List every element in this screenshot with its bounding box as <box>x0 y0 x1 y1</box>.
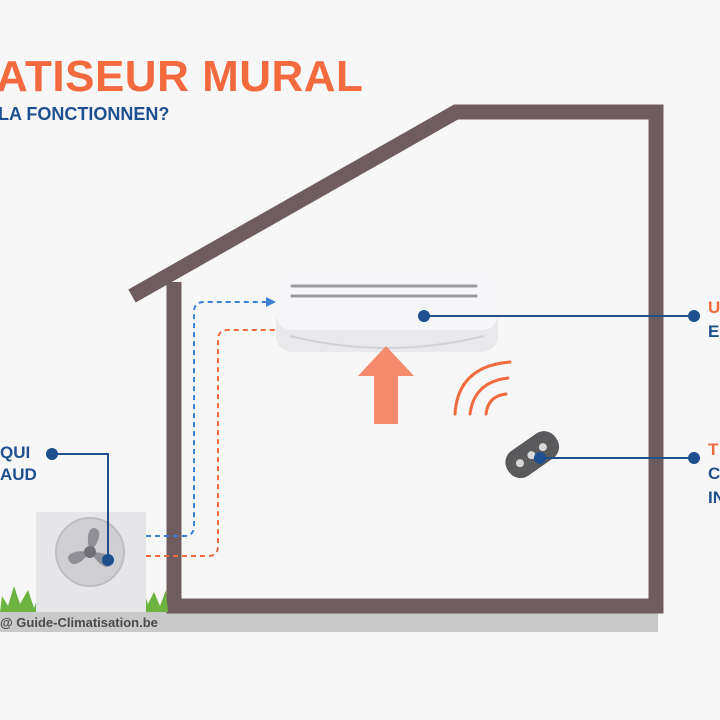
leader-lines <box>46 310 700 566</box>
blue-pipe-line <box>146 301 270 537</box>
signal-waves-icon <box>453 360 512 416</box>
outdoor-unit-label-line1: QUI <box>0 443 31 462</box>
credit-watermark: @ Guide-Climatisation.be <box>0 615 158 630</box>
remote-label-line1: T <box>708 440 719 459</box>
indoor-unit-label-line1: U <box>708 298 720 317</box>
outdoor-unit <box>36 512 146 612</box>
remote-control-icon <box>505 431 560 479</box>
orange-pipe-line <box>146 329 276 557</box>
page-subtitle: LA FONCTIONNEN? <box>0 104 170 124</box>
remote-label-line2: C <box>708 464 720 483</box>
house-outline <box>128 104 664 614</box>
remote-label-line3: IN <box>708 488 720 507</box>
indoor-unit-label-line2: E <box>708 322 720 341</box>
indoor-unit <box>276 272 498 352</box>
page-title: ATISEUR MURAL <box>0 52 364 101</box>
airflow-up-arrow-icon <box>358 346 414 424</box>
outdoor-unit-label-line2: AUD <box>0 465 37 484</box>
blue-pipe-arrowhead <box>266 297 276 307</box>
ground-strip <box>0 612 658 632</box>
